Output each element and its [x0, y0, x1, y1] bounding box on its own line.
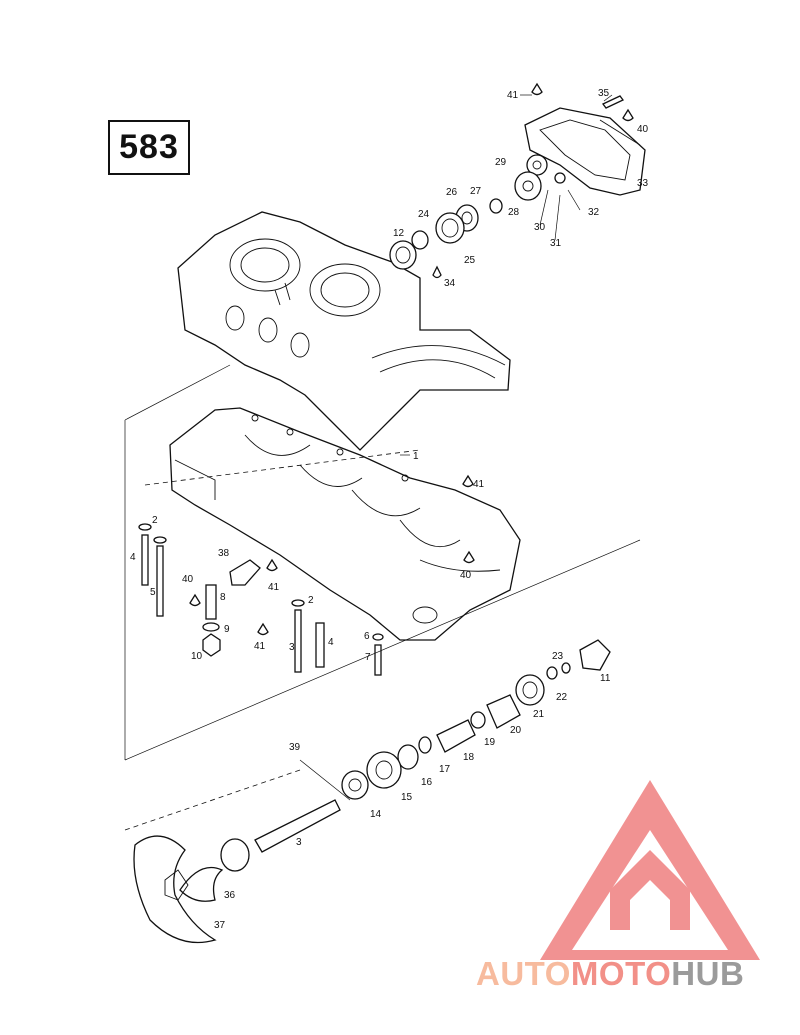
callout-19: 19 — [484, 737, 496, 748]
callout-9: 9 — [224, 624, 230, 635]
callout-31: 31 — [550, 238, 562, 249]
valve-cover-assembly — [389, 82, 646, 279]
lower-crankcase — [169, 407, 521, 641]
callout-41: 41 — [254, 641, 266, 652]
callout-2: 2 — [308, 595, 314, 606]
callout-3: 3 — [296, 837, 302, 848]
callout-3: 3 — [289, 642, 295, 653]
callout-36: 36 — [224, 890, 236, 901]
callout-1: 1 — [413, 451, 419, 462]
callout-28: 28 — [508, 207, 520, 218]
logo-text: AUTOMOTOHUB — [476, 955, 744, 992]
leader-lines — [124, 94, 641, 831]
callout-2: 2 — [152, 515, 158, 526]
callout-18: 18 — [463, 752, 475, 763]
page-number: 583 — [119, 128, 179, 166]
callout-15: 15 — [401, 792, 413, 803]
callout-22: 22 — [556, 692, 568, 703]
callout-17: 17 — [439, 764, 451, 775]
callout-16: 16 — [421, 777, 433, 788]
logo-text-hub: HUB — [671, 955, 744, 992]
callout-25: 25 — [464, 255, 476, 266]
callout-27: 27 — [470, 186, 482, 197]
callout-30: 30 — [534, 222, 546, 233]
callout-5: 5 — [150, 587, 156, 598]
automotohub-logo: AUTOMOTOHUB — [476, 780, 760, 992]
upper-crankcase — [177, 211, 511, 451]
page-number-badge: 583 — [108, 120, 190, 175]
callout-4: 4 — [328, 637, 334, 648]
callout-29: 29 — [495, 157, 507, 168]
studs-left — [138, 523, 278, 657]
callout-4: 4 — [130, 552, 136, 563]
callout-10: 10 — [191, 651, 203, 662]
callout-33: 33 — [637, 178, 649, 189]
callout-41: 41 — [473, 479, 485, 490]
callout-14: 14 — [370, 809, 382, 820]
callout-23: 23 — [552, 651, 564, 662]
callout-34: 34 — [444, 278, 456, 289]
logo-text-auto: AUTO — [476, 955, 571, 992]
logo-text-moto: MOTO — [571, 955, 671, 992]
callout-40: 40 — [182, 574, 194, 585]
callout-38: 38 — [218, 548, 230, 559]
callout-40: 40 — [460, 570, 472, 581]
callout-35: 35 — [598, 88, 610, 99]
callout-11: 11 — [600, 673, 611, 684]
callout-40: 40 — [637, 124, 649, 135]
studs-middle — [257, 474, 475, 676]
callout-41: 41 — [507, 90, 519, 101]
callout-39: 39 — [289, 742, 301, 753]
callout-12: 12 — [393, 228, 405, 239]
callout-8: 8 — [220, 592, 226, 603]
callout-26: 26 — [446, 187, 458, 198]
callout-20: 20 — [510, 725, 522, 736]
callout-24: 24 — [418, 209, 430, 220]
callout-21: 21 — [533, 709, 545, 720]
callout-6: 6 — [364, 631, 370, 642]
callout-labels: 41 35 40 33 29 32 30 31 26 27 28 24 12 2… — [130, 88, 649, 931]
callout-41: 41 — [268, 582, 280, 593]
callout-32: 32 — [588, 207, 600, 218]
callout-37: 37 — [214, 920, 226, 931]
shaft-assembly — [133, 639, 611, 944]
callout-7: 7 — [365, 652, 371, 663]
